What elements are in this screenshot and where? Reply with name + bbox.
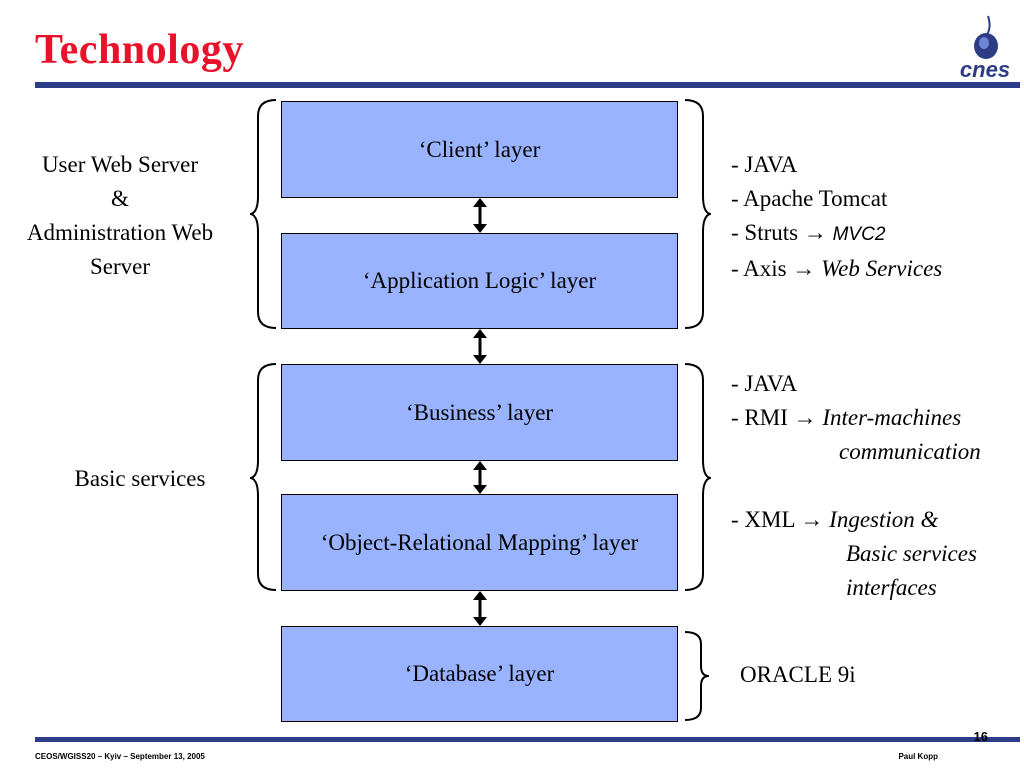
tech-detail: Ingestion & <box>829 507 939 532</box>
page-number: 16 <box>973 729 988 744</box>
database-tech-label: ORACLE 9i <box>740 662 856 687</box>
arrow-business-orm <box>473 461 487 494</box>
web-server-label-line: Server <box>89 254 151 279</box>
tech-line: - Apache Tomcat <box>731 186 888 211</box>
orm-layer-box: ‘Object-Relational Mapping’ layer <box>281 494 678 591</box>
web-server-label-line: Administration Web <box>26 220 214 245</box>
web-server-label: User Web Server & Administration Web Ser… <box>0 148 240 284</box>
business-layer-label: ‘Business’ layer <box>405 399 554 425</box>
right-brace-web <box>684 99 711 329</box>
web-server-label-line: User Web Server <box>41 152 199 177</box>
tech-line: interfaces <box>731 571 977 605</box>
tech-detail: Inter-machines <box>822 405 962 430</box>
basic-tech-list: - JAVA - RMI → Inter-machines communicat… <box>731 367 981 469</box>
client-layer-box: ‘Client’ layer <box>281 101 678 198</box>
application-logic-layer-box: ‘Application Logic’ layer <box>281 233 678 329</box>
web-tech-list: - JAVA - Apache Tomcat - Struts → MVC2 -… <box>731 148 942 286</box>
tech-detail: Web Services <box>821 256 943 281</box>
database-layer-label: ‘Database’ layer <box>404 661 555 686</box>
database-layer-box: ‘Database’ layer <box>281 626 678 722</box>
tech-detail: MVC2 <box>832 224 886 245</box>
tech-line: - XML → Ingestion & <box>731 507 939 532</box>
web-server-label-line: & <box>111 186 129 211</box>
title-rule <box>35 82 1020 88</box>
business-layer-box: ‘Business’ layer <box>281 364 678 461</box>
left-brace-basic <box>250 363 277 591</box>
arrow-orm-database <box>473 591 487 626</box>
client-layer-label: ‘Client’ layer <box>418 136 541 162</box>
tech-detail: interfaces <box>846 575 937 600</box>
footer-author: Paul Kopp <box>898 752 938 761</box>
xml-tech-list: - XML → Ingestion & Basic services inter… <box>731 503 977 605</box>
left-brace-web <box>250 99 277 329</box>
basic-services-label: Basic services <box>74 466 206 491</box>
right-brace-database <box>684 631 710 721</box>
tech-detail: Basic services <box>846 541 977 566</box>
tech-line: - JAVA <box>731 152 798 177</box>
cnes-logo: cnes <box>960 15 1010 82</box>
tech-line: - Struts → MVC2 <box>731 220 886 245</box>
logo-text: cnes <box>960 57 1010 82</box>
application-logic-layer-label: ‘Application Logic’ layer <box>362 268 597 293</box>
tech-line: - Axis → Web Services <box>731 256 943 281</box>
right-brace-basic <box>684 363 711 591</box>
arrow-application-business <box>473 329 487 364</box>
tech-line: - JAVA <box>731 371 798 396</box>
footer-event: CEOS/WGISS20 – Kyiv – September 13, 2005 <box>35 752 205 761</box>
tech-line: - RMI → Inter-machines <box>731 405 962 430</box>
arrow-client-application <box>473 198 487 233</box>
tech-line: Basic services <box>731 537 977 571</box>
tech-detail: communication <box>839 439 981 464</box>
tech-line: communication <box>731 435 981 469</box>
orm-layer-label: ‘Object-Relational Mapping’ layer <box>320 529 639 555</box>
slide-title: Technology <box>35 27 244 73</box>
footer-rule <box>35 737 1020 742</box>
